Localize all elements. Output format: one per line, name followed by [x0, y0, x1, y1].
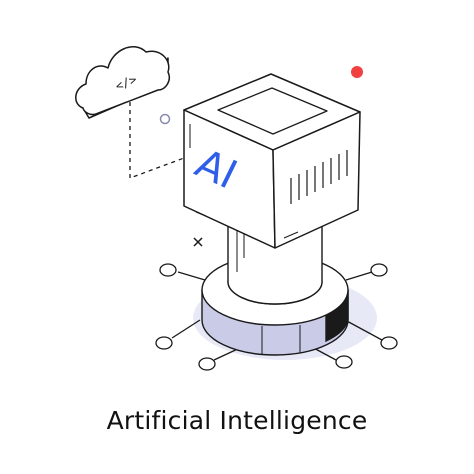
network-node-icon [370, 263, 388, 277]
network-node-icon [198, 357, 216, 371]
network-node-icon [335, 355, 353, 369]
ai-cube-icon [183, 73, 361, 249]
network-node-icon [155, 336, 173, 350]
illustration-caption: Artificial Intelligence [106, 406, 368, 435]
network-node-icon [159, 263, 177, 277]
cross-mark-icon [193, 237, 203, 247]
network-nodes [155, 263, 398, 371]
small-circle-icon [159, 113, 171, 125]
cloud-code-icon [75, 46, 170, 119]
network-lines [171, 271, 383, 361]
cloud-connector [129, 102, 185, 179]
red-dot-icon [351, 66, 363, 78]
network-node-icon [380, 336, 398, 350]
